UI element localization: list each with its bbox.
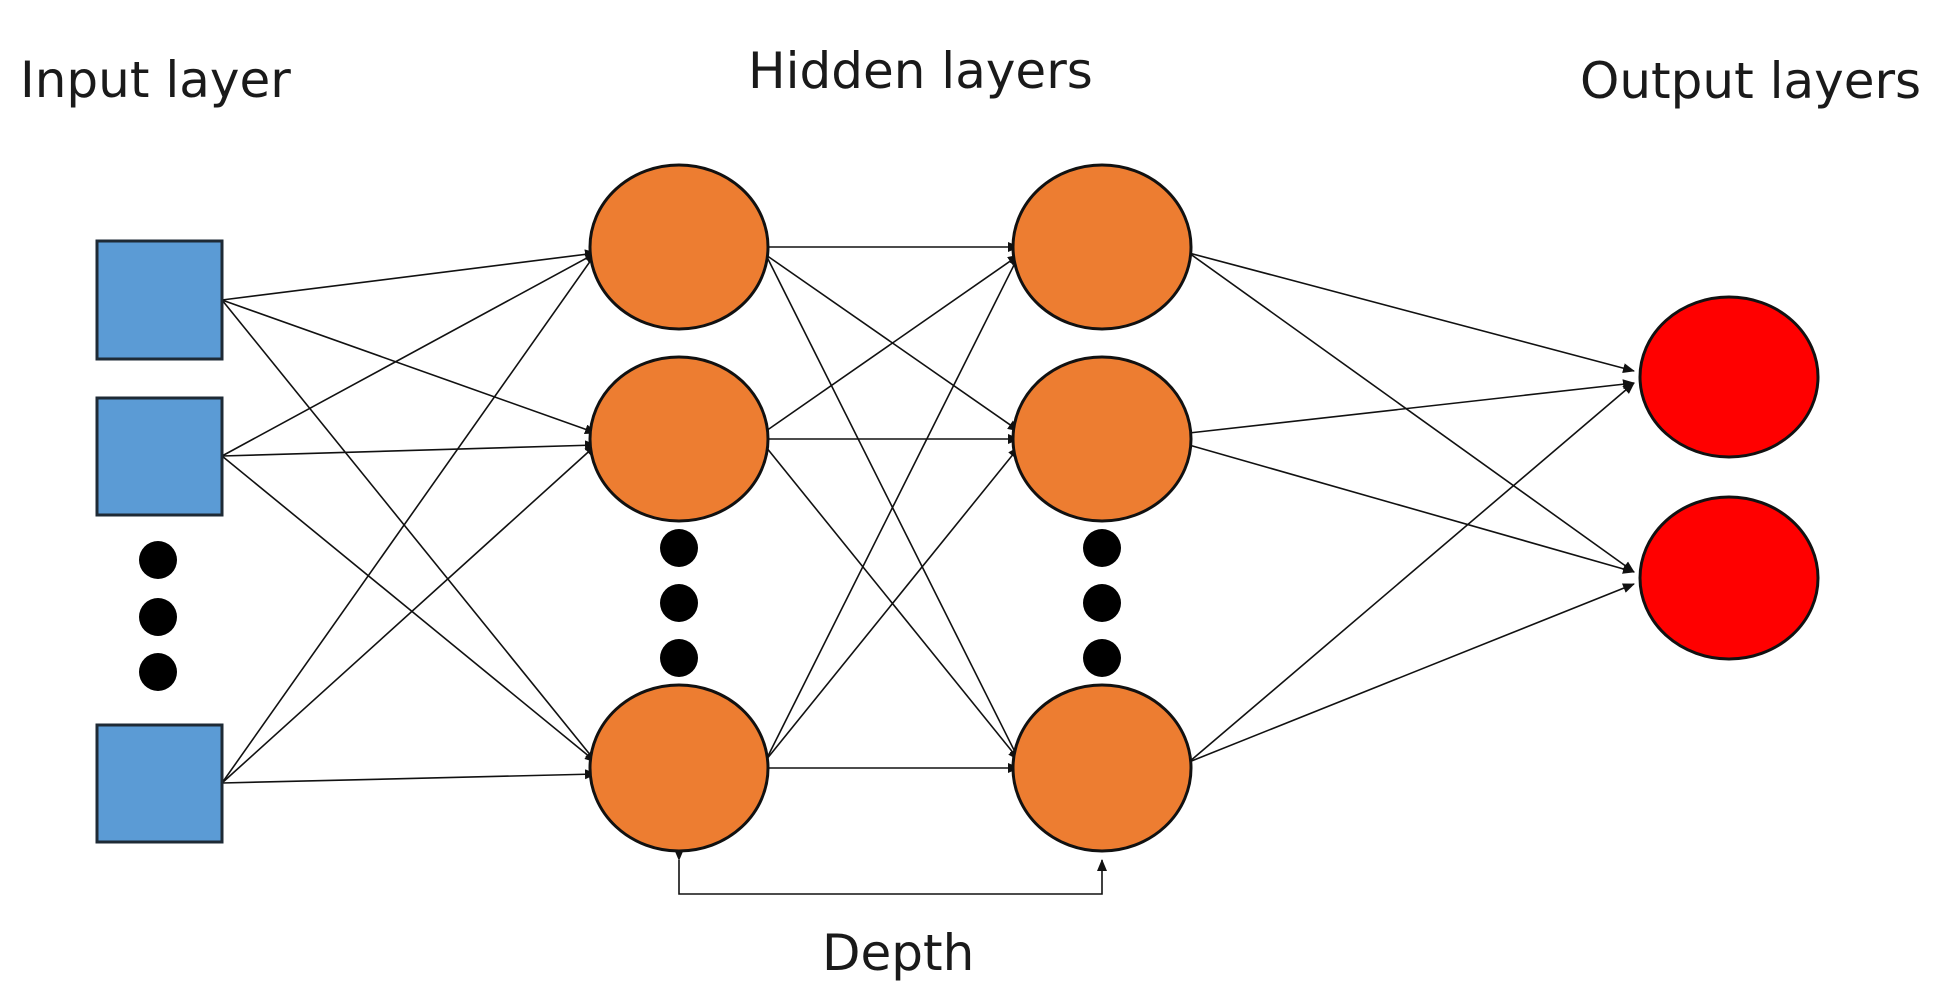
hidden-node [588, 683, 770, 853]
depth-bracket [674, 849, 1107, 895]
connection-edges [221, 242, 1635, 784]
output-layers-label: Output layers [1580, 52, 1921, 110]
hidden-layers-label: Hidden layers [748, 42, 1093, 100]
depth-bracket-line [674, 849, 1107, 895]
connection-edge [221, 440, 597, 457]
connection-edge [1188, 379, 1635, 434]
hidden-node [588, 355, 770, 523]
ellipsis-dot [1083, 529, 1121, 567]
connection-edge [1188, 444, 1635, 574]
input-node [95, 396, 224, 517]
hidden-layer-2 [1011, 163, 1193, 853]
ellipsis-dot [1083, 584, 1121, 622]
connection-edge [221, 299, 597, 763]
connection-edge [221, 299, 597, 435]
connection-edge [765, 446, 1020, 761]
connection-edge [765, 254, 1020, 432]
input-node [95, 239, 224, 361]
connection-edge [221, 769, 597, 784]
input-layer [95, 239, 224, 844]
hidden-layer-1 [588, 163, 770, 853]
connection-edge [221, 252, 597, 457]
ellipsis-dot [660, 529, 698, 567]
connection-edge [765, 254, 1020, 761]
connection-edge [221, 252, 597, 784]
connection-edge [1188, 252, 1635, 374]
input-layer-label: Input layer [20, 51, 291, 109]
hidden-node [588, 163, 770, 331]
connection-edge [221, 455, 597, 763]
ellipsis-dot [139, 653, 177, 691]
ellipsis-dot [1083, 639, 1121, 677]
connection-edge [1188, 382, 1635, 763]
ellipsis-dot [139, 541, 177, 579]
output-node [1638, 295, 1820, 459]
depth-label: Depth [822, 924, 974, 982]
output-node [1638, 495, 1820, 661]
connection-edge [1188, 252, 1635, 573]
ellipsis-dot [660, 584, 698, 622]
output-layer [1638, 295, 1820, 661]
hidden-node [1011, 683, 1193, 853]
connection-edge [221, 249, 597, 301]
hidden-node [1011, 163, 1193, 331]
ellipsis-dot [139, 598, 177, 636]
hidden-node [1011, 355, 1193, 523]
ellipsis-dot [660, 639, 698, 677]
input-node [95, 723, 224, 844]
connection-edge [1188, 583, 1635, 763]
connection-edge [221, 444, 597, 784]
